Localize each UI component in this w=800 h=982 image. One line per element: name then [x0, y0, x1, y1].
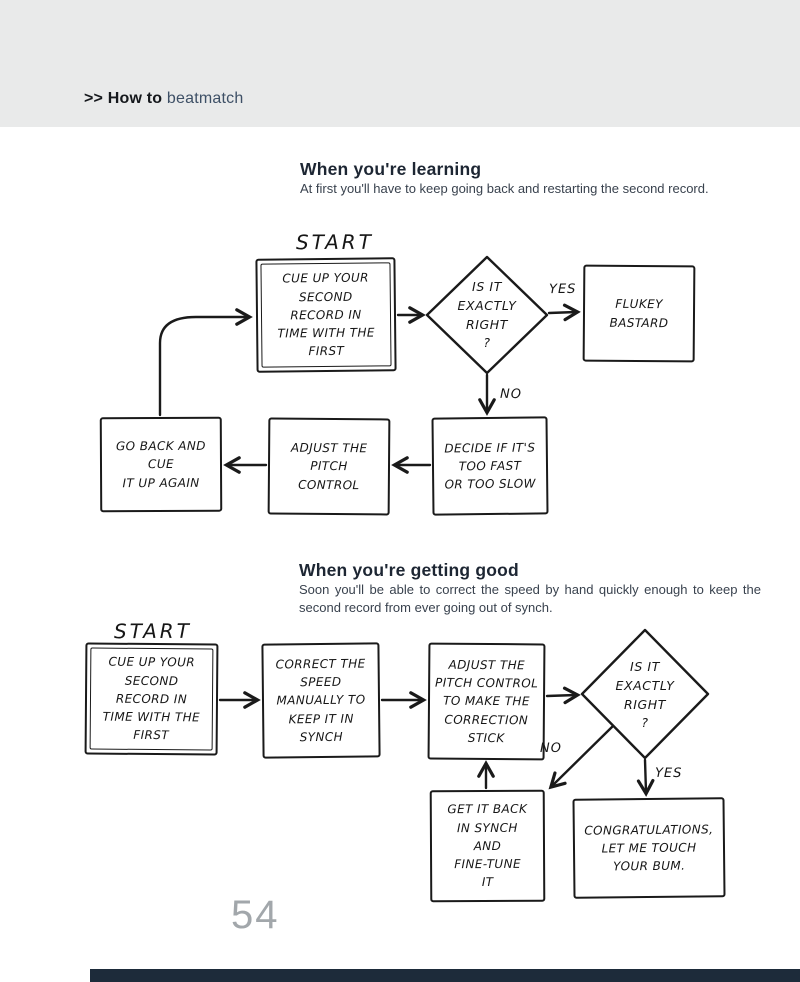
connector-adjust-to-decision: [545, 695, 576, 696]
node-adjust-pitch-stick: ADJUST THE PITCH CONTROL TO MAKE THE COR…: [427, 642, 546, 761]
start-label: START: [295, 229, 374, 255]
start-label: START: [113, 618, 192, 644]
decision-diamond-shape: [425, 255, 549, 375]
yes-edge-label: YES: [654, 765, 683, 782]
node-congratulations: CONGRATULATIONS, LET ME TOUCH YOUR BUM.: [572, 797, 726, 899]
node-adjust-pitch-text: ADJUST THE PITCH CONTROL: [290, 440, 368, 492]
decision-is-it-right-text: IS IT EXACTLY RIGHT ?: [457, 279, 517, 351]
node-go-back-cue-text: GO BACK AND CUE IT UP AGAIN: [115, 438, 206, 490]
node-go-back-cue: GO BACK AND CUE IT UP AGAIN: [99, 416, 223, 513]
decision-diamond-shape: [580, 628, 710, 760]
node-flukey-bastard-text: FLUKEY BASTARD: [609, 297, 669, 330]
node-congratulations-text: CONGRATULATIONS, LET ME TOUCH YOUR BUM.: [584, 821, 714, 874]
section-body-getting-good: Soon you'll be able to correct the speed…: [299, 582, 761, 616]
yes-edge-label: YES: [548, 281, 577, 298]
node-get-it-back-text: GET IT BACK IN SYNCH AND FINE-TUNE IT: [447, 802, 528, 890]
flowchart-learning-connectors: [158, 255, 800, 535]
node-cue-up-record-text: CUE UP YOUR SECOND RECORD IN TIME WITH T…: [102, 655, 201, 743]
node-correct-speed-text: CORRECT THE SPEED MANUALLY TO KEEP IT IN…: [275, 656, 366, 745]
decision-is-it-right-text: IS IT EXACTLY RIGHT ?: [615, 659, 675, 731]
flowchart-getting-good-connectors: [218, 628, 710, 925]
node-adjust-pitch-stick-text: ADJUST THE PITCH CONTROL TO MAKE THE COR…: [435, 657, 539, 745]
node-correct-speed: CORRECT THE SPEED MANUALLY TO KEEP IT IN…: [261, 642, 381, 759]
flowchart-getting-good: START CUE UP YOUR SECOND RECORD IN TIME …: [0, 615, 800, 925]
header-chapter-title: beatmatch: [166, 90, 244, 107]
flowchart-learning: START CUE UP YOUR SECOND RECORD IN TIME …: [0, 225, 800, 535]
node-adjust-pitch: ADJUST THE PITCH CONTROL: [267, 417, 391, 516]
page-number: 54: [231, 893, 280, 937]
no-edge-label: NO: [539, 740, 563, 757]
connector-yes-to-congrats: [645, 758, 646, 792]
node-get-it-back: GET IT BACK IN SYNCH AND FINE-TUNE IT: [429, 789, 546, 903]
section-heading-getting-good: When you're getting good: [299, 560, 519, 580]
header-title: >> How to beatmatch: [84, 90, 243, 108]
footer-bar: [90, 969, 800, 982]
section-body-learning: At first you'll have to keep going back …: [300, 181, 709, 196]
node-flukey-bastard: FLUKEY BASTARD: [582, 264, 696, 363]
section-heading-learning: When you're learning: [300, 159, 482, 179]
node-cue-up-record: CUE UP YOUR SECOND RECORD IN TIME WITH T…: [255, 257, 397, 373]
node-cue-up-record-text: CUE UP YOUR SECOND RECORD IN TIME WITH T…: [277, 270, 375, 359]
header-bar: >> How to beatmatch: [0, 0, 800, 127]
no-edge-label: NO: [499, 386, 523, 403]
node-decide-fast-slow-text: DECIDE IF IT'S TOO FAST OR TOO SLOW: [444, 440, 536, 492]
node-cue-up-record: CUE UP YOUR SECOND RECORD IN TIME WITH T…: [84, 642, 219, 756]
connector-yes-to-flukey: [547, 312, 576, 313]
connector-goback-loop: [158, 317, 248, 417]
header-eyebrow: >> How to: [84, 90, 167, 107]
connector-no-to-getback: [552, 723, 616, 786]
node-decide-fast-slow: DECIDE IF IT'S TOO FAST OR TOO SLOW: [431, 416, 549, 516]
